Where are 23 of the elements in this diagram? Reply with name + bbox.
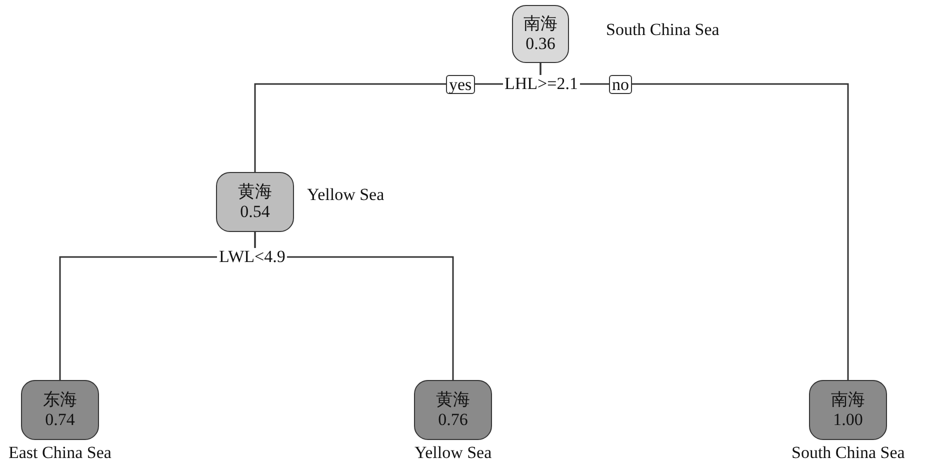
node-caption: Yellow Sea (414, 443, 492, 463)
tree-node (21, 380, 99, 440)
class-label: 南海 (831, 390, 865, 410)
class-label: 黄海 (436, 390, 470, 410)
tree-node (809, 380, 887, 440)
class-label: 东海 (43, 390, 77, 410)
probability-value: 1.00 (833, 410, 863, 430)
node-caption: South China Sea (792, 443, 905, 463)
tree-node (512, 5, 569, 63)
class-label: 黄海 (238, 182, 272, 202)
tree-node (216, 172, 294, 232)
tree-node (414, 380, 492, 440)
probability-value: 0.36 (526, 34, 556, 54)
probability-value: 0.54 (240, 202, 270, 222)
tree-branch-line (540, 63, 849, 380)
probability-value: 0.74 (45, 410, 75, 430)
probability-value: 0.76 (438, 410, 468, 430)
edge-label: yes (446, 75, 475, 94)
node-caption: East China Sea (8, 443, 112, 463)
node-caption: South China Sea (606, 20, 720, 40)
class-label: 南海 (524, 14, 558, 34)
edge-label: no (609, 75, 632, 94)
node-caption: Yellow Sea (307, 185, 384, 205)
